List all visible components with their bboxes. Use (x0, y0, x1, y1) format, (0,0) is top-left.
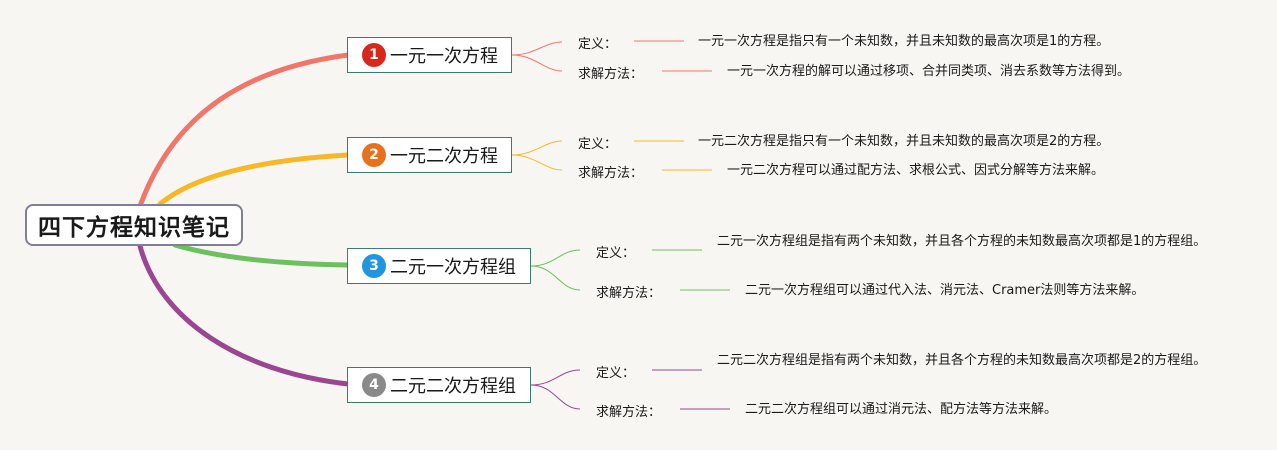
branch-2-definition-text[interactable]: 一元二次方程是指只有一个未知数，并且未知数的最高次项是2的方程。 (698, 134, 1110, 149)
branch-1-sub-curve-2 (511, 54, 563, 72)
branch-1-sub-curve-1 (511, 41, 563, 56)
branch-4-definition-text[interactable]: 二元二次方程组是指有两个未知数，并且各个方程的未知数最高次项都是2的方程组。 (717, 353, 1207, 368)
branch-1-definition-text[interactable]: 一元一次方程是指只有一个未知数，并且未知数的最高次项是1的方程。 (698, 34, 1110, 49)
branch-topic-2-label: 一元二次方程 (390, 146, 498, 167)
branch-1-method-text[interactable]: 一元一次方程的解可以通过移项、合并同类项、消去系数等方法得到。 (727, 64, 1131, 79)
branch-topic-2[interactable]: 2 一元二次方程 (347, 137, 512, 173)
branch-topic-1[interactable]: 1 一元一次方程 (347, 37, 512, 73)
branch-4-curve (137, 243, 351, 387)
branch-topic-3-label: 二元一次方程组 (390, 257, 516, 278)
branch-4-definition-label[interactable]: 定义： (596, 366, 636, 381)
branch-3-definition-text[interactable]: 二元一次方程组是指有两个未知数，并且各个方程的未知数最高次项都是1的方程组。 (717, 234, 1207, 249)
branch-1-method-label[interactable]: 求解方法： (578, 67, 644, 82)
branch-4-method-label[interactable]: 求解方法： (596, 405, 662, 420)
number-badge-3: 3 (362, 254, 386, 278)
number-badge-2: 2 (362, 143, 386, 167)
branch-2-method-label[interactable]: 求解方法： (578, 166, 644, 181)
root-topic[interactable]: 四下方程知识笔记 (25, 204, 243, 246)
branch-2-sub-curve-2 (511, 154, 563, 171)
branch-4-method-text[interactable]: 二元二次方程组可以通过消元法、配方法等方法来解。 (745, 402, 1058, 417)
branch-4-sub-curve-1 (530, 369, 581, 386)
number-badge-1: 1 (362, 43, 386, 67)
branch-2-sub-curve-1 (511, 140, 563, 156)
branch-3-method-label[interactable]: 求解方法： (596, 286, 662, 301)
number-badge-4: 4 (362, 373, 386, 397)
branch-topic-3[interactable]: 3 二元一次方程组 (347, 248, 531, 284)
branch-4-sub-curve-2 (530, 384, 581, 410)
branch-1-curve (137, 52, 351, 209)
branch-2-curve (157, 152, 351, 207)
branch-topic-1-label: 一元一次方程 (390, 46, 498, 67)
branch-3-curve (172, 242, 351, 268)
branch-3-sub-curve-2 (530, 265, 581, 291)
root-topic-label: 四下方程知识笔记 (38, 215, 230, 241)
branch-3-sub-curve-1 (530, 249, 581, 267)
branch-1-definition-label[interactable]: 定义： (578, 37, 618, 52)
branch-topic-4-label: 二元二次方程组 (390, 376, 516, 397)
branch-3-method-text[interactable]: 二元一次方程组可以通过代入法、消元法、Cramer法则等方法来解。 (745, 283, 1145, 298)
branch-topic-4[interactable]: 4 二元二次方程组 (347, 367, 531, 403)
branch-2-definition-label[interactable]: 定义： (578, 137, 618, 152)
branch-2-method-text[interactable]: 一元二次方程可以通过配方法、求根公式、因式分解等方法来解。 (727, 163, 1105, 178)
branch-3-definition-label[interactable]: 定义： (596, 246, 636, 261)
